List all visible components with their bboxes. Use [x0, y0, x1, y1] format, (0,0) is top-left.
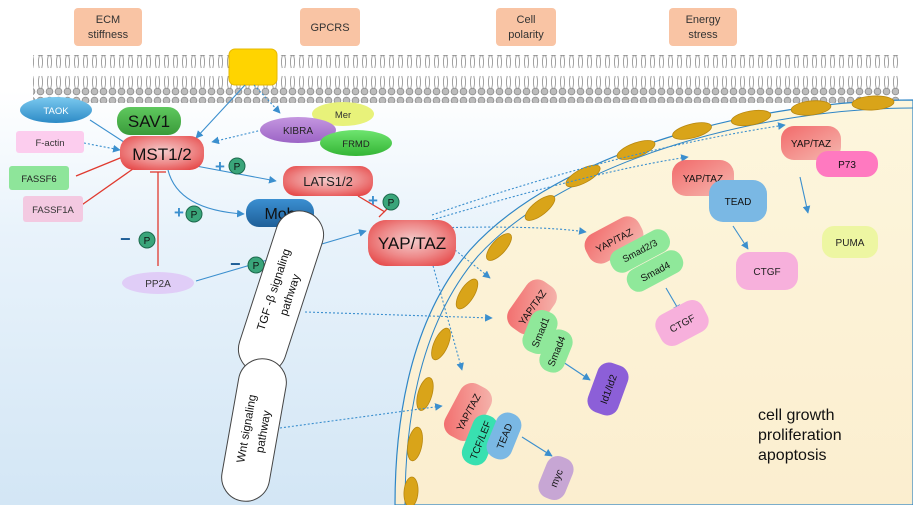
fassf1a-label: FASSF1A: [32, 205, 74, 216]
tgf-pathway-pill: TGF -β signaling pathway: [237, 210, 325, 374]
phospho-plus-mob: + P: [174, 203, 203, 223]
taok-label: TAOK: [43, 106, 69, 117]
lats-label: LATS1/2: [303, 174, 353, 189]
p-label: P: [144, 236, 151, 247]
plus-icon: +: [368, 191, 378, 210]
plus-icon: +: [174, 203, 184, 222]
lats-node: LATS1/2: [283, 166, 373, 196]
fassf1a-node: FASSF1A: [23, 196, 83, 222]
membrane-signal-gpcrs: GPCRS: [300, 8, 360, 46]
tead-node-2: TEAD: [486, 412, 522, 460]
p-label: P: [253, 261, 260, 272]
phospho-plus-mst: + P: [215, 157, 246, 176]
signal-label-energy-1: Energy: [686, 14, 721, 26]
phospho-minus-pp2a: − P: [120, 229, 156, 249]
signal-label-polarity-2: polarity: [508, 29, 544, 41]
nuclear-yap-tead: YAP/TAZ TEAD: [672, 160, 767, 222]
membrane-signal-polarity: Cell polarity: [496, 8, 556, 46]
outcome-line-2: proliferation: [758, 427, 842, 444]
outcome-line-1: cell growth: [758, 407, 834, 424]
membrane-signal-energy: Energy stress: [669, 8, 737, 46]
wnt-pathway-pill: Wnt signaling pathway: [221, 358, 287, 502]
yaptaz-label: YAP/TAZ: [378, 234, 446, 253]
outcome-line-3: apoptosis: [758, 447, 827, 464]
nuclear-envelope-inner: [404, 107, 913, 505]
p-label: P: [191, 210, 198, 221]
yaptaz-node: YAP/TAZ: [368, 220, 456, 266]
factin-label: F-actin: [35, 138, 64, 149]
p-label: P: [388, 198, 395, 209]
sav1-label: SAV1: [128, 112, 170, 131]
nuclear-yap-label: YAP/TAZ: [791, 139, 831, 150]
nuclear-pores: [403, 95, 895, 505]
ctgf-node-1: CTGF: [736, 252, 798, 290]
smad4-node-2: Smad4: [539, 329, 573, 373]
tead-label: TEAD: [725, 197, 752, 208]
fassf6-label: FASSF6: [21, 174, 56, 185]
sav1-node: SAV1: [117, 107, 181, 135]
signal-label-polarity-1: Cell: [517, 14, 536, 26]
pp2a-node: PP2A: [122, 272, 194, 294]
ctgf-label: CTGF: [753, 267, 780, 278]
factin-node: F-actin: [16, 131, 84, 153]
membrane-signal-ecm: ECM stiffness: [74, 8, 142, 46]
signal-label-energy-2: stress: [688, 29, 718, 41]
mst-label: MST1/2: [132, 145, 192, 164]
phospho-plus-yap: + P: [368, 191, 400, 211]
puma-label: PUMA: [836, 238, 865, 249]
nucleus: [394, 99, 913, 505]
signal-label-gpcrs: GPCRS: [310, 22, 349, 34]
nuclear-yap-p73: YAP/TAZ P73: [781, 126, 878, 177]
plasma-membrane: [33, 55, 899, 103]
frmd-label: FRMD: [342, 139, 370, 150]
kibra-label: KIBRA: [283, 126, 313, 137]
puma-node: PUMA: [822, 226, 878, 258]
nuclear-yap-label: YAP/TAZ: [683, 174, 723, 185]
plus-icon: +: [215, 157, 225, 176]
kibra-node: KIBRA: [260, 117, 336, 143]
myc-node: myc: [538, 455, 574, 501]
fassf6-node: FASSF6: [9, 166, 69, 190]
ctgf-node-2: CTGF: [655, 300, 709, 346]
minus-icon: −: [120, 229, 131, 249]
mst-node: MST1/2: [120, 136, 204, 170]
p73-label: P73: [838, 160, 856, 171]
signal-label-ecm-1: ECM: [96, 14, 120, 26]
p-label: P: [234, 162, 241, 173]
phospho-minus-yap: − P: [230, 254, 265, 274]
pp2a-label: PP2A: [145, 279, 171, 290]
outcome-text: cell growth proliferation apoptosis: [758, 407, 842, 464]
gpcr-receptor: [228, 48, 278, 86]
frmd-node: FRMD: [320, 130, 392, 156]
id-node: Id1/Id2: [587, 362, 629, 416]
taok-node: TAOK: [20, 97, 92, 123]
mer-label: Mer: [335, 110, 351, 121]
mer-node: Mer: [312, 102, 374, 126]
signal-label-ecm-2: stiffness: [88, 29, 129, 41]
minus-icon: −: [230, 254, 241, 274]
